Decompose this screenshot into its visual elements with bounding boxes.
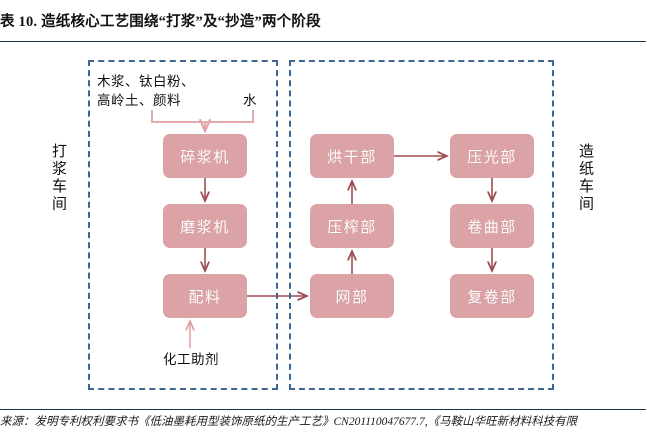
zone-papermaking-workshop — [289, 60, 554, 390]
node-wire-section[interactable]: 网部 — [310, 274, 394, 318]
node-rewinding-section[interactable]: 复卷部 — [450, 274, 534, 318]
node-pulper[interactable]: 碎浆机 — [163, 134, 247, 178]
node-drying-section[interactable]: 烘干部 — [310, 134, 394, 178]
node-calender-section[interactable]: 压光部 — [450, 134, 534, 178]
input-label-chemical-additive: 化工助剂 — [163, 352, 219, 367]
node-refiner[interactable]: 磨浆机 — [163, 204, 247, 248]
node-reeling-section[interactable]: 卷曲部 — [450, 204, 534, 248]
zone-pulping-workshop — [88, 60, 278, 390]
page-title: 表 10. 造纸核心工艺围绕“打浆”及“抄造”两个阶段 — [0, 14, 321, 30]
node-blending[interactable]: 配料 — [163, 274, 247, 318]
raw-materials-line-2: 高岭土、颜料 — [97, 93, 181, 108]
input-label-raw-materials: 木浆、钛白粉、 高岭土、颜料 — [97, 72, 195, 110]
footer-divider — [0, 409, 646, 410]
raw-materials-line-1: 木浆、钛白粉、 — [97, 74, 195, 89]
header-divider — [0, 41, 646, 42]
zone-label-pulping: 打浆车间 — [50, 143, 66, 213]
input-label-water: 水 — [243, 93, 257, 108]
connector-inputs-to-pulper — [151, 110, 254, 130]
zone-label-papermaking: 造纸车间 — [577, 143, 593, 213]
node-press-section[interactable]: 压榨部 — [310, 204, 394, 248]
source-note: 来源：发明专利权利要求书《低油墨耗用型装饰原纸的生产工艺》CN201110047… — [0, 416, 578, 428]
